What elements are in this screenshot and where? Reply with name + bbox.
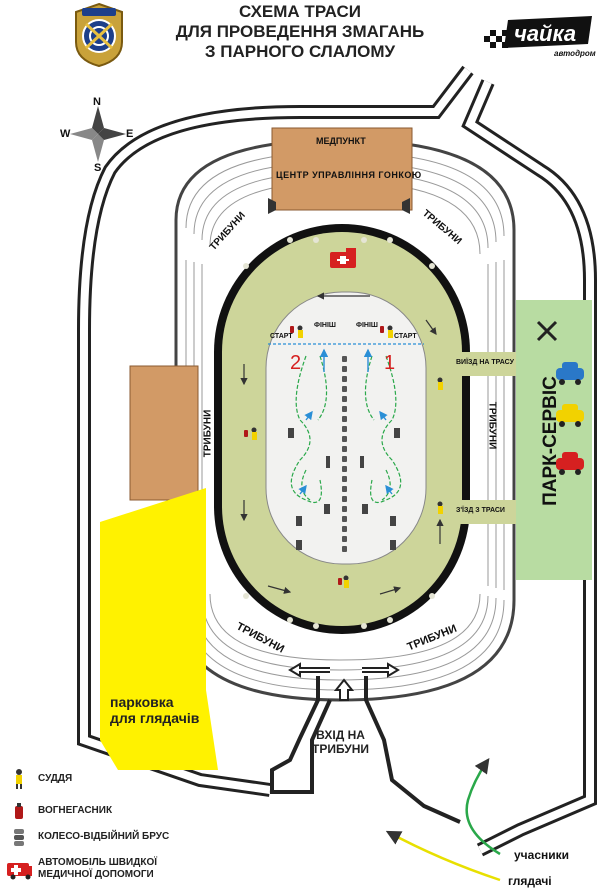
finish-left-label: ФІНІШ	[314, 322, 336, 329]
legend-ambulance-label: АВТОМОБІЛЬ ШВИДКОЇ МЕДИЧНОЇ ДОПОМОГИ	[38, 857, 157, 881]
car-yellow-icon	[556, 404, 584, 427]
lane-1-number: 1	[384, 352, 396, 374]
legend-wheel-barrier-label: КОЛЕСО-ВІДБІЙНИЙ БРУС	[38, 831, 170, 842]
judge-icon	[6, 766, 32, 792]
title-line-3: З ПАРНОГО СЛАЛОМУ	[204, 42, 396, 61]
start-right-label: СТАРТ	[394, 333, 417, 340]
extinguisher-icon	[6, 798, 32, 824]
entry-band	[454, 352, 518, 376]
entrance-label-line-1: ВХІД НА	[316, 728, 365, 742]
legend-extinguisher: ВОГНЕГАСНИК	[6, 798, 112, 824]
medpoint-building	[271, 127, 413, 211]
medpoint-label: МЕДПУНКТ	[316, 136, 366, 146]
tools-icon	[536, 320, 558, 342]
track-ambulance	[330, 248, 356, 268]
start-left-label: СТАРТ	[270, 333, 293, 340]
infield-extinguishers	[244, 326, 384, 585]
entrance-up-arrow	[333, 678, 355, 701]
ring-wheels	[243, 237, 435, 629]
compass-w: W	[60, 128, 71, 140]
exit-left-arrow	[288, 662, 330, 678]
ambulance-icon	[6, 856, 32, 882]
legend-wheel-barrier: КОЛЕСО-ВІДБІЙНИЙ БРУС	[6, 824, 169, 850]
park-service-area	[516, 300, 592, 580]
left-building	[129, 365, 199, 501]
logo-sub-text: автодром	[554, 49, 596, 58]
legend-extinguisher-label: ВОГНЕГАСНИК	[38, 805, 113, 816]
entry-label: ВИЇЗД НА ТРАСУ	[456, 359, 514, 366]
stands-right-label: ТРИБУНИ	[486, 401, 498, 450]
entrance-label: ВХІД НА ТРИБУНИ	[312, 728, 369, 756]
spectators-arrow	[385, 830, 501, 882]
club-emblem-logo	[75, 2, 123, 68]
title-line-2: ДЛЯ ПРОВЕДЕННЯ ЗМАГАНЬ	[175, 22, 425, 41]
lane-2-number: 2	[290, 352, 302, 374]
exit-right-arrow	[362, 662, 400, 678]
participants-label: учасники	[514, 848, 569, 862]
map-title: СХЕМА ТРАСИ ДЛЯ ПРОВЕДЕННЯ ЗМАГАНЬ З ПАР…	[150, 2, 450, 62]
finish-right-label: ФІНІШ	[356, 322, 378, 329]
legend-judge-label: СУДДЯ	[38, 773, 73, 784]
wheel-barrier-icon	[6, 824, 32, 850]
spectators-label: глядачі	[508, 874, 552, 888]
infield-judges	[251, 325, 443, 588]
legend-ambulance-line-2: МЕДИЧНОЇ ДОПОМОГИ	[38, 869, 154, 880]
legend-ambulance: АВТОМОБІЛЬ ШВИДКОЇ МЕДИЧНОЇ ДОПОМОГИ	[6, 856, 157, 882]
compass-rose	[70, 106, 126, 162]
stands-left-label: ТРИБУНИ	[202, 409, 214, 458]
logo-brand-text: чайка	[514, 21, 576, 46]
compass-e: E	[126, 128, 134, 140]
exit-band	[454, 500, 518, 524]
entrance-label-line-2: ТРИБУНИ	[312, 742, 370, 756]
parking-label-line-2: для глядачів	[110, 710, 200, 726]
park-service-label: ПАРК-СЕРВІС	[540, 376, 561, 506]
parking-label: парковка для глядачів	[110, 694, 199, 726]
center-wheel-barrier	[342, 356, 347, 552]
exit-label: З'ЇЗД З ТРАСИ	[456, 507, 505, 514]
race-control-label: ЦЕНТР УПРАВЛІННЯ ГОНКОЮ	[276, 170, 422, 180]
parking-label-line-1: парковка	[110, 694, 174, 710]
legend-ambulance-line-1: АВТОМОБІЛЬ ШВИДКОЇ	[38, 857, 157, 868]
participants-arrow	[465, 757, 501, 856]
speaker-icons	[268, 198, 410, 214]
legend-judge: СУДДЯ	[6, 766, 72, 792]
chaika-autodrome-logo: чайка автодром	[484, 16, 596, 58]
car-red-icon	[556, 452, 584, 475]
title-line-1: СХЕМА ТРАСИ	[238, 2, 362, 21]
compass-n: N	[93, 96, 101, 108]
compass-s: S	[94, 162, 102, 174]
car-blue-icon	[556, 362, 584, 385]
spectator-parking	[100, 488, 218, 770]
